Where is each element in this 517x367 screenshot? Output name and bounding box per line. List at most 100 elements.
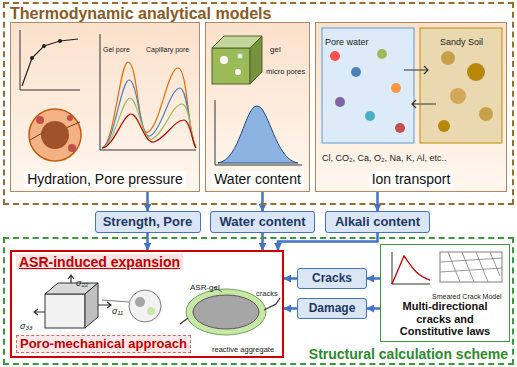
label-anchor: cracks [256,282,278,300]
flow-arrow [261,192,264,211]
zoom-leader [102,300,129,302]
label-anchor: Smeared Crack Model [432,285,502,303]
chart-curve [102,80,196,148]
node-subtitle: Poro-mechanical approach [16,335,191,353]
label-anchor: gel [270,38,281,56]
node-title: Thermodynamic analytical models [10,5,271,23]
ion-transport-figure [322,28,502,143]
pore-water-box [322,28,414,143]
chart-axis [215,100,302,165]
label-anchor: σ₁₁ [112,300,123,318]
model-group: Thermodynamic analytical modelsHydration… [3,2,514,205]
sand-grain [479,107,493,121]
figure-label: gel [270,46,281,55]
figure-label: Sandy Soil [440,38,483,48]
label-anchor: ASR-gel [190,276,220,294]
panel-ground [205,22,310,192]
cube-face [45,294,85,328]
label-anchor: Sandy Soil [440,31,483,49]
output-box: Alkali content [325,211,430,233]
flow-arrow [376,192,379,211]
figure-label: Capillary pore [146,46,189,54]
ion-dot [391,83,401,93]
figure-label: σ₁₁ [112,307,123,317]
feedback-box: Cracks [297,268,367,289]
chart-line [22,39,78,86]
chart-curve [102,114,196,148]
cube-face [85,283,98,328]
stress-arrow [98,302,111,308]
flow-arrow [284,307,297,310]
cube-face [250,36,262,84]
label-anchor: Gel pore [103,38,130,56]
chart-curve [102,62,196,148]
node-title: Ion transport [369,171,454,188]
chart-dot [30,56,34,60]
label-anchor: micro pores [266,60,305,78]
stress-arrow [68,275,74,283]
grain-dot [67,115,73,121]
crack-lines [440,252,502,282]
exchange-arrow [404,66,436,108]
figure-label: cracks [256,290,278,298]
sand-grain [467,63,485,81]
label-anchor: σ₂₂ [76,272,88,290]
node-title: Water content [211,171,304,188]
flow-arrow [367,277,380,280]
chart-dot [58,39,62,43]
node-title: Damage [309,301,356,315]
element-grid [440,252,502,282]
cement-grain [29,109,81,161]
chart-curve [102,98,196,148]
chart-dot [42,44,46,48]
node-title: Structural calculation scheme [309,347,508,362]
ion-dot [377,49,387,59]
figure-label: σ₂₂ [76,279,88,289]
node-title: Hydration, Pore pressure [24,171,186,188]
aggregate-body [193,295,259,329]
figure-label: ASR-gel [190,284,220,293]
model-panel: Ion transport [315,22,507,192]
output-box: Strength, Pore [95,211,201,233]
crack-model-figure [392,252,502,284]
grain-core [41,121,69,149]
flow-arrow [146,192,149,211]
ion-dot [330,51,340,61]
node-title: Cracks [312,271,352,285]
zoom-gel [147,307,155,315]
output-box: Water content [210,211,315,233]
asr-aggregate [180,287,280,335]
chart-axis [20,30,80,90]
model-panel: Water content [205,22,310,192]
node-title: Alkali content [335,214,420,230]
distribution-curve [215,100,302,165]
pore-dot [238,54,243,59]
label-anchor: reactive aggregate [212,338,274,356]
expansion-box: ASR-induced expansionPoro-mechanical app… [10,250,284,358]
hydration-chart [20,30,80,90]
flow-arrow [261,233,264,250]
crack-line [180,298,280,324]
gel-ring [186,289,266,335]
chart-curve [218,106,298,163]
figure-label: Gel pore [103,46,130,54]
ion-dot [395,123,405,133]
ion-dot [351,67,361,77]
zoom-bubble [129,290,161,322]
ion-dot [365,111,375,121]
sandy-soil-box [420,28,502,143]
pore-dot [220,56,228,64]
flow-arrow [146,233,149,250]
label-anchor: Pore water [325,31,369,49]
figure-label: reactive aggregate [212,346,274,354]
grain-dot [68,144,76,152]
figure-label: Smeared Crack Model [432,293,502,301]
ion-dot [335,97,345,107]
node-title: ASR-induced expansion [16,254,183,270]
stress-arrow [34,309,45,315]
grain-outline [29,109,81,161]
pore-cube [212,36,262,84]
sand-grain [450,88,466,104]
stress-strain-curve [392,256,430,284]
chart-axis [100,34,196,150]
